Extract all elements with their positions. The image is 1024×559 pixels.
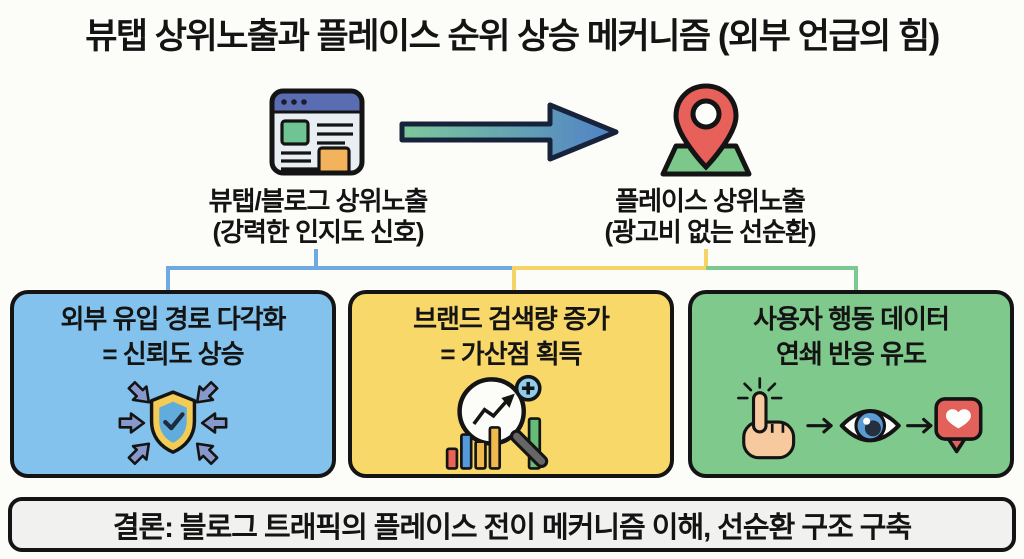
source-label-line2: (강력한 인지도 신호) [212, 217, 424, 247]
target-label: 플레이스 상위노출 (광고비 없는 선순환) [545, 186, 875, 248]
connector-yellow [512, 249, 708, 294]
card-external-inflow: 외부 유입 경로 다각화 = 신뢰도 상승 [10, 290, 336, 478]
target-label-line2: (광고비 없는 선순환) [604, 217, 816, 247]
sequence-arrow-icon [906, 417, 933, 434]
card-external-inflow-text: 외부 유입 경로 다각화 = 신뢰도 상승 [60, 302, 287, 372]
gradient-right-arrow-svg [399, 102, 619, 162]
source-label-line1: 뷰탭/블로그 상위노출 [208, 186, 429, 216]
map-pin-icon-svg [660, 83, 752, 177]
card-brand-search: 브랜드 검색량 증가 = 가산점 획득 [348, 290, 674, 478]
card-title-line: 브랜드 검색량 증가 [413, 304, 610, 334]
sequence-arrow-icon [806, 417, 833, 434]
shield-arrows-svg [118, 377, 228, 469]
card-title-line: 외부 유입 경로 다각화 [60, 304, 287, 334]
magnifier-growth-chart-icon [352, 372, 670, 474]
map-pin-icon [656, 80, 756, 182]
card-brand-search-text: 브랜드 검색량 증가 = 가산점 획득 [413, 302, 610, 372]
magnifier-chart-svg [445, 374, 548, 470]
card-title-line: 사용자 행동 데이터 [753, 304, 950, 334]
shield-check-converging-arrows-icon [14, 372, 332, 474]
card-user-behavior-text: 사용자 행동 데이터 연쇄 반응 유도 [753, 302, 950, 372]
card-user-behavior: 사용자 행동 데이터 연쇄 반응 유도 [688, 290, 1014, 478]
click-view-like-sequence-icon [692, 372, 1010, 474]
card-title-line: = 신뢰도 상승 [102, 339, 244, 369]
gradient-right-arrow-icon [398, 97, 624, 167]
like-heart-icon [934, 397, 983, 454]
connector-blue [166, 249, 514, 294]
card-title-line: 연쇄 반응 유도 [776, 339, 927, 369]
page-title: 뷰탭 상위노출과 플레이스 순위 상승 메커니즘 (외부 언급의 힘) [85, 17, 940, 56]
click-hand-icon [737, 377, 796, 460]
eye-icon [840, 409, 902, 443]
conclusion-bar: 결론: 블로그 트래픽의 플레이스 전이 메커니즘 이해, 선순환 구조 구축 [8, 497, 1016, 552]
blog-browser-icon-svg [269, 88, 365, 176]
target-label-line1: 플레이스 상위노출 [615, 186, 806, 216]
click-view-like-svg [737, 377, 983, 460]
card-title-line: = 가산점 획득 [440, 339, 582, 369]
source-label: 뷰탭/블로그 상위노출 (강력한 인지도 신호) [150, 186, 486, 248]
blog-browser-icon [266, 82, 368, 182]
conclusion-text: 결론: 블로그 트래픽의 플레이스 전이 메커니즘 이해, 선순환 구조 구축 [112, 511, 912, 544]
